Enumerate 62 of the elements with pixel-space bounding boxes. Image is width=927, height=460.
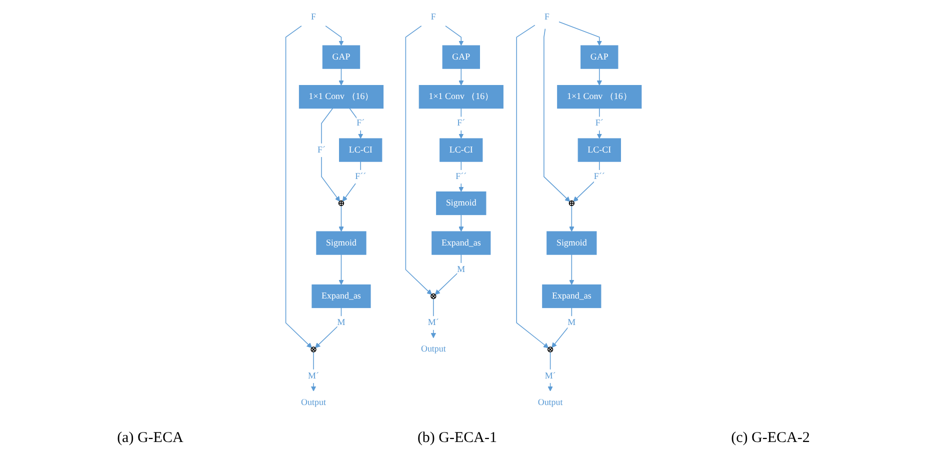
arrow — [516, 24, 549, 348]
arrow — [314, 307, 342, 348]
node-text: Output — [300, 398, 326, 408]
node-box — [557, 85, 642, 109]
arrow — [568, 205, 574, 232]
arrow — [434, 254, 462, 295]
arrow — [551, 307, 572, 348]
panel-caption: (c) G-ECA-2 — [731, 430, 810, 446]
node-text: F — [544, 12, 550, 22]
edge-label: M — [337, 318, 346, 328]
node-box — [578, 138, 621, 162]
node-box — [542, 284, 602, 308]
node-box — [442, 45, 480, 69]
edge-label: M´ — [428, 318, 439, 328]
arrow — [543, 28, 570, 202]
edge-label: F´´ — [594, 172, 605, 182]
arrow — [573, 161, 600, 202]
arrow — [349, 108, 364, 139]
node-box — [432, 231, 491, 255]
arrow — [342, 161, 361, 202]
node-box — [546, 231, 597, 255]
node-box — [298, 85, 384, 109]
arrow — [285, 26, 312, 348]
arrow — [338, 205, 344, 232]
panel-caption: (a) G-ECA — [117, 430, 184, 446]
node-box — [322, 45, 360, 69]
arrow — [325, 26, 344, 46]
edge-label: F´ — [356, 118, 364, 128]
node-text: F — [430, 12, 436, 22]
flowchart-drawing: F´ F´ F´´ M M´ F´ F´´ M M´ F´ F´´ M M´ F GAP 1×1 Conv （16） LC-CI Sigmoid Expand_as Output F GAP 1×1 Conv （16） LC-CI Sigmoid Expand_as Output F GAP 1×1 Conv （16） LC-CI Sigmoid Expand_as Output — [280, 1, 646, 419]
arrow — [405, 26, 432, 295]
node-box — [312, 284, 371, 308]
edge-label: F´ — [457, 118, 466, 128]
node-box — [418, 85, 504, 109]
edge-label: F´´ — [355, 172, 366, 182]
node-box — [338, 138, 382, 162]
node-box — [436, 191, 486, 216]
arrow — [458, 68, 464, 86]
arrow — [338, 68, 344, 86]
node-text: Output — [420, 344, 446, 354]
node-box — [316, 231, 366, 255]
arrow — [458, 161, 464, 192]
edge-label: M´ — [308, 371, 319, 381]
edge-label: F´´ — [456, 172, 467, 182]
arrow — [596, 68, 602, 86]
node-box — [580, 45, 618, 69]
node-box — [439, 138, 483, 162]
node-text: Output — [538, 398, 563, 408]
arrow — [338, 254, 344, 285]
edge-label: M — [568, 318, 576, 328]
node-text: F — [310, 12, 316, 22]
panel-caption: (b) G-ECA-1 — [417, 430, 498, 446]
edge-label: F´ — [595, 118, 604, 128]
arrow — [321, 108, 340, 202]
arrow — [445, 26, 464, 46]
arrow — [558, 21, 602, 46]
arrow — [430, 298, 436, 338]
arrow — [458, 214, 464, 232]
edge-label: M — [457, 264, 466, 274]
edge-label: F´ — [317, 145, 326, 155]
edge-label: M´ — [544, 371, 556, 381]
arrow — [568, 254, 574, 285]
